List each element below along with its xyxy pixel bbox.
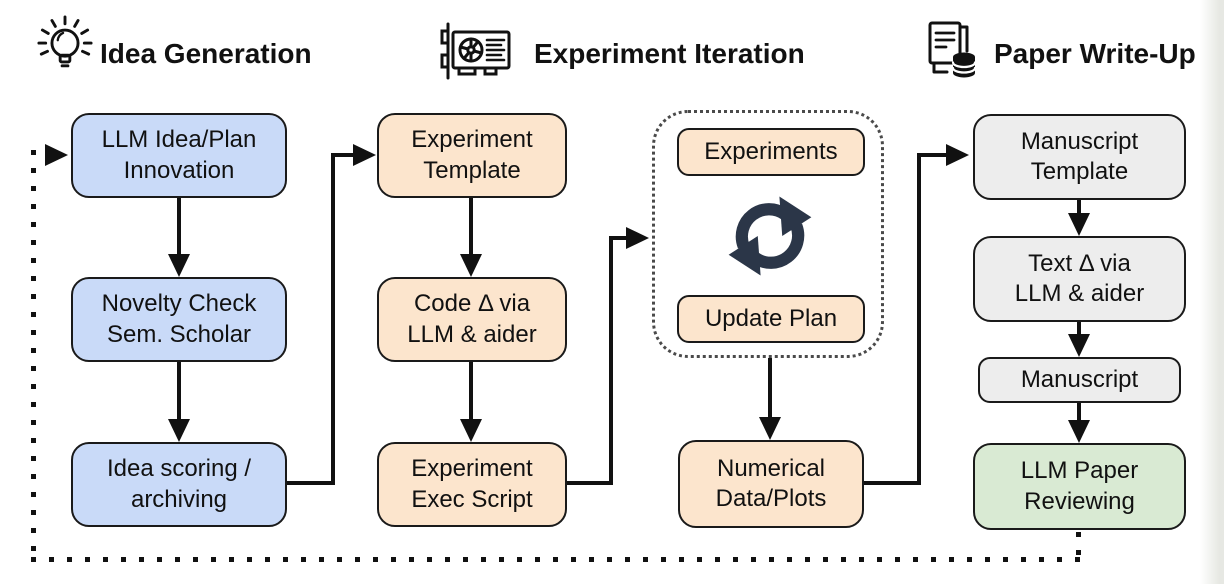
node-experiments: Experiments <box>677 128 865 176</box>
feedback-arrowhead <box>45 144 68 166</box>
lightbulb-icon <box>36 12 94 85</box>
node-text-delta-llm-aider: Text Δ via LLM & aider <box>973 236 1186 322</box>
node-experiment-template: Experiment Template <box>377 113 567 198</box>
node-experiment-exec-script: Experiment Exec Script <box>377 442 567 527</box>
node-manuscript: Manuscript <box>978 357 1181 403</box>
paper-database-icon <box>920 12 980 87</box>
node-llm-paper-reviewing: LLM Paper Reviewing <box>973 443 1186 530</box>
node-idea-scoring-archiving: Idea scoring / archiving <box>71 442 287 527</box>
node-update-plan: Update Plan <box>677 295 865 343</box>
iteration-loop-container <box>652 110 884 358</box>
section-title-paper-writeup: Paper Write-Up <box>994 38 1196 69</box>
node-code-delta-llm-aider: Code Δ via LLM & aider <box>377 277 567 362</box>
node-llm-idea-plan-innovation: LLM Idea/Plan Innovation <box>71 113 287 198</box>
section-title-idea-generation: Idea Generation <box>100 38 312 69</box>
cycle-icon <box>723 190 817 287</box>
node-manuscript-template: Manuscript Template <box>973 114 1186 200</box>
node-novelty-check: Novelty Check Sem. Scholar <box>71 277 287 362</box>
section-title-experiment-iteration: Experiment Iteration <box>534 38 805 69</box>
gpu-icon <box>438 22 516 87</box>
node-numerical-data-plots: Numerical Data/Plots <box>678 440 864 528</box>
screen-right-edge <box>1200 0 1224 584</box>
